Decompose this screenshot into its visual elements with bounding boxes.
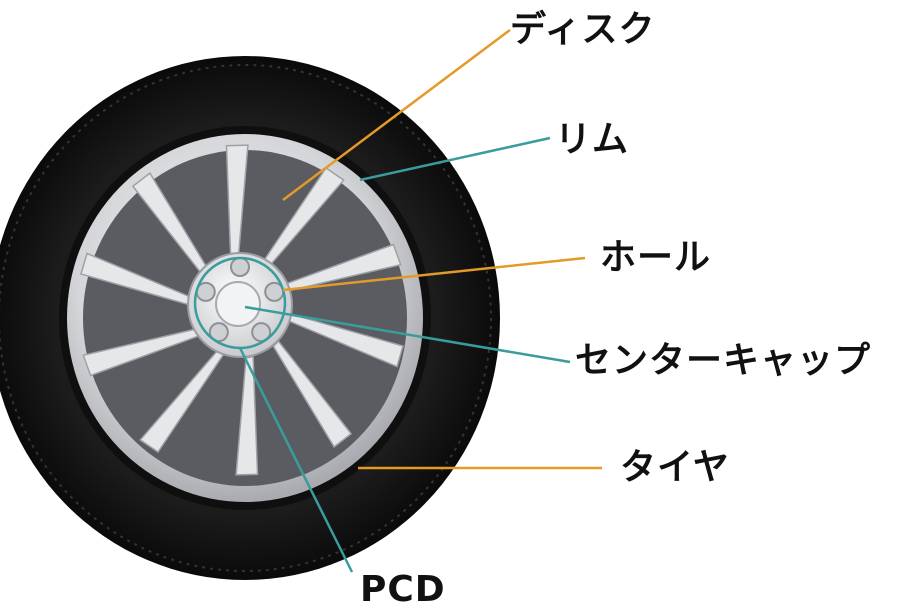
- lug-hole: [230, 257, 250, 277]
- label-pcd: PCD: [360, 569, 446, 610]
- tire-tread: [0, 64, 492, 572]
- leader-center-cap: [244, 305, 571, 364]
- label-rim: リム: [555, 119, 630, 160]
- lug-hole: [251, 322, 272, 343]
- label-hole: ホール: [600, 237, 712, 278]
- center-cap: [215, 281, 261, 327]
- wheel-hub: [187, 252, 293, 358]
- wheel-spokes: [80, 144, 404, 476]
- leader-rim: [359, 136, 551, 182]
- lug-hole: [208, 322, 229, 343]
- lug-holes: [195, 257, 285, 343]
- label-tire: タイヤ: [620, 447, 730, 488]
- label-disc: ディスク: [510, 9, 656, 50]
- spoke: [235, 355, 259, 476]
- leader-disc: [282, 28, 511, 202]
- label-center-cap: センターキャップ: [575, 340, 872, 381]
- leader-hole: [282, 256, 586, 292]
- leader-lines: [238, 28, 602, 573]
- leader-pcd: [238, 347, 354, 573]
